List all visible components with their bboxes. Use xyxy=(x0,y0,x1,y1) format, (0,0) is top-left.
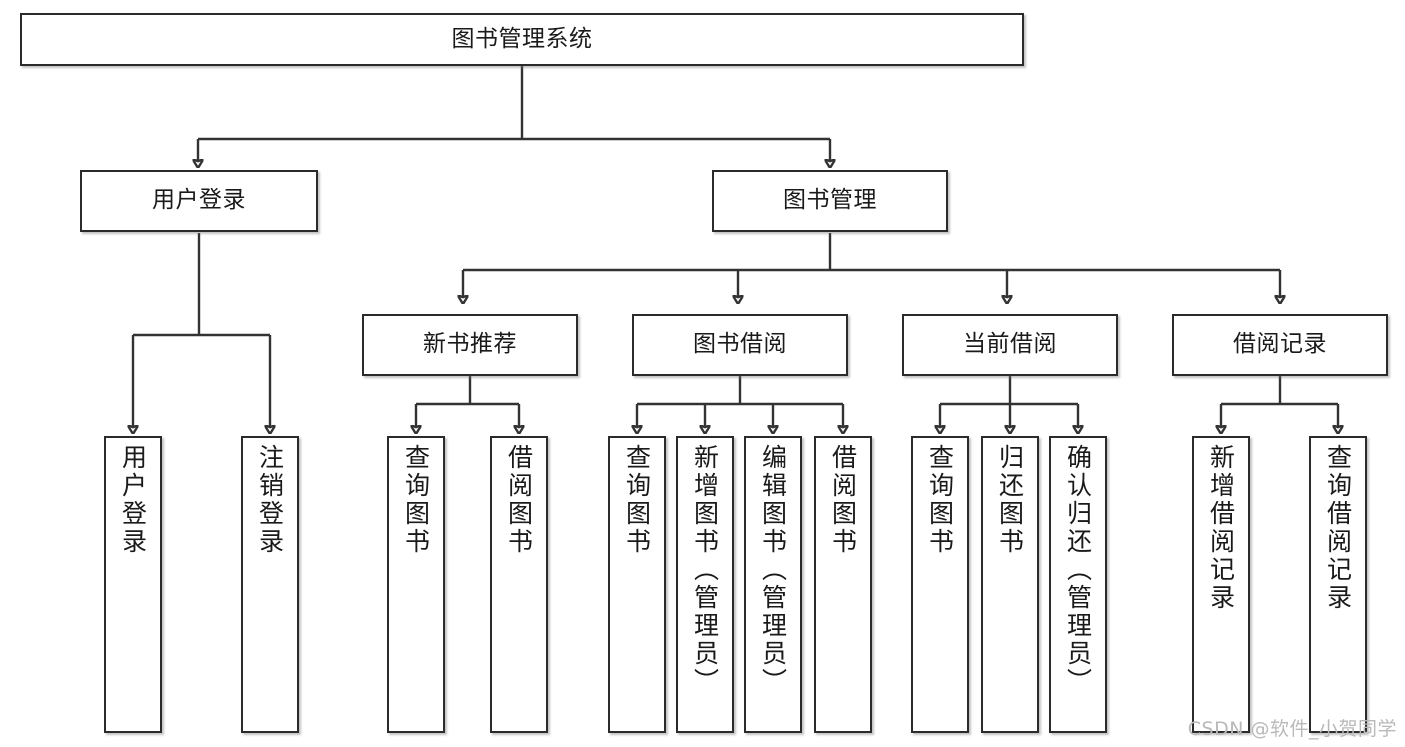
node-leaf-add-record[interactable]: 新增借阅记录 xyxy=(1192,436,1250,733)
node-new-book-recommend[interactable]: 新书推荐 xyxy=(362,314,578,376)
node-leaf-return-book[interactable]: 归还图书 xyxy=(981,436,1039,733)
node-book-management[interactable]: 图书管理 xyxy=(712,170,948,232)
node-borrow-record[interactable]: 借阅记录 xyxy=(1172,314,1388,376)
node-label-leaf-return-book: 归还图书 xyxy=(995,444,1025,556)
node-label-book-management: 图书管理 xyxy=(783,187,877,214)
node-label-user-login: 用户登录 xyxy=(152,187,246,214)
node-label-leaf-add-record: 新增借阅记录 xyxy=(1206,444,1236,612)
node-leaf-borrow-book-1[interactable]: 借阅图书 xyxy=(490,436,548,733)
node-leaf-add-book[interactable]: 新增图书（管理员） xyxy=(676,436,734,733)
node-leaf-query-book-3[interactable]: 查询图书 xyxy=(911,436,969,733)
node-leaf-query-record[interactable]: 查询借阅记录 xyxy=(1309,436,1367,733)
node-label-book-borrow: 图书借阅 xyxy=(693,331,787,358)
node-label-borrow-record: 借阅记录 xyxy=(1233,331,1327,358)
node-leaf-query-book-2[interactable]: 查询图书 xyxy=(608,436,666,733)
node-label-current-borrow: 当前借阅 xyxy=(963,331,1057,358)
node-label-leaf-user-login: 用户登录 xyxy=(118,444,148,556)
node-user-login[interactable]: 用户登录 xyxy=(80,170,318,232)
node-book-borrow[interactable]: 图书借阅 xyxy=(632,314,848,376)
node-leaf-query-book-1[interactable]: 查询图书 xyxy=(387,436,445,733)
node-leaf-edit-book[interactable]: 编辑图书（管理员） xyxy=(744,436,802,733)
node-label-new-book-recommend: 新书推荐 xyxy=(423,331,517,358)
node-label-leaf-borrow-book-1: 借阅图书 xyxy=(504,444,534,556)
node-label-leaf-edit-book: 编辑图书（管理员） xyxy=(758,444,788,696)
csdn-watermark: CSDN @软件_小贺同学 xyxy=(1187,718,1397,740)
node-label-leaf-query-book-2: 查询图书 xyxy=(622,444,652,556)
node-leaf-user-login[interactable]: 用户登录 xyxy=(104,436,162,733)
node-root-system[interactable]: 图书管理系统 xyxy=(20,13,1024,66)
node-leaf-confirm-return[interactable]: 确认归还（管理员） xyxy=(1049,436,1107,733)
node-leaf-logout-login[interactable]: 注销登录 xyxy=(241,436,299,733)
node-label-leaf-query-record: 查询借阅记录 xyxy=(1323,444,1353,612)
node-label-leaf-logout-login: 注销登录 xyxy=(255,444,285,556)
node-current-borrow[interactable]: 当前借阅 xyxy=(902,314,1118,376)
node-label-leaf-query-book-3: 查询图书 xyxy=(925,444,955,556)
node-label-leaf-borrow-book-2: 借阅图书 xyxy=(828,444,858,556)
node-label-leaf-add-book: 新增图书（管理员） xyxy=(690,444,720,696)
node-label-leaf-confirm-return: 确认归还（管理员） xyxy=(1063,444,1093,696)
node-label-leaf-query-book-1: 查询图书 xyxy=(401,444,431,556)
node-leaf-borrow-book-2[interactable]: 借阅图书 xyxy=(814,436,872,733)
node-label-root: 图书管理系统 xyxy=(451,25,593,52)
